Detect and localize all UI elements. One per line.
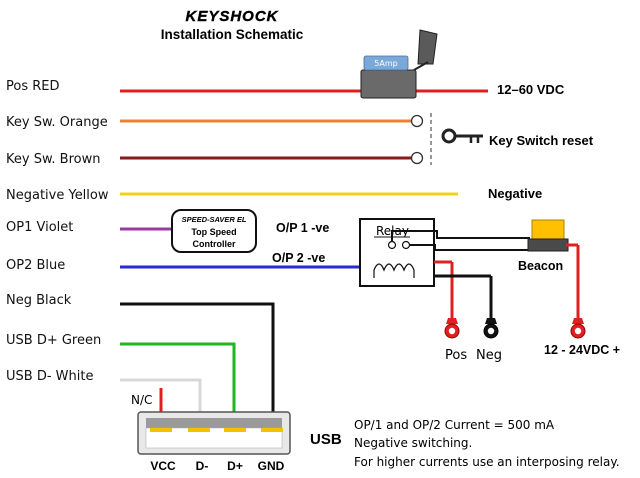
usb-pin-label-vcc: VCC	[150, 459, 176, 473]
speed-saver-box	[171, 209, 257, 253]
negative-label: Negative	[488, 186, 542, 201]
wire-label-op1-violet: OP1 Violet	[6, 220, 73, 235]
note-current: OP/1 and OP/2 Current = 500 mA	[354, 418, 555, 432]
ring-terminal-neg-icon	[483, 318, 499, 339]
pos-terminal-label: Pos	[445, 348, 467, 363]
key-switch-label: Key Switch reset	[489, 133, 594, 148]
beacon-supply-label: 12 - 24VDC +	[544, 343, 620, 357]
speed-saver-line-3: Controller	[192, 239, 235, 249]
note-interposing-relay: For higher currents use an interposing r…	[354, 455, 620, 469]
wire-label-key-sw-orange: Key Sw. Orange	[6, 115, 108, 130]
ring-terminal-beacon-supply-icon	[570, 318, 586, 339]
neg-terminal-label: Neg	[476, 348, 502, 363]
key-icon	[441, 128, 483, 144]
op2-output-label: O/P 2 -ve	[272, 251, 325, 265]
speed-saver-line-2: Top Speed	[191, 227, 236, 237]
wire-label-neg-black: Neg Black	[6, 293, 72, 308]
usb-pin-label-dminus: D-	[196, 459, 209, 473]
usb-pin-label-gnd: GND	[258, 459, 285, 473]
speed-saver-brand: SPEED-SAVER EL	[182, 215, 247, 224]
relay-contact-right	[401, 240, 411, 250]
usb-pin-label-dplus: D+	[227, 459, 243, 473]
note-switching: Negative switching.	[354, 436, 472, 450]
op1-output-label: O/P 1 -ve	[276, 221, 329, 235]
relay-coil-icon	[373, 263, 415, 272]
fuse-lead	[413, 61, 429, 71]
wire-label-op2-blue: OP2 Blue	[6, 258, 65, 273]
wire-label-usb-dplus-green: USB D+ Green	[6, 333, 101, 348]
ring-terminal-pos-icon	[444, 318, 460, 339]
wire-label-key-sw-brown: Key Sw. Brown	[6, 152, 100, 167]
wire-label-pos-red: Pos RED	[6, 79, 60, 94]
supply-voltage-label: 12–60 VDC	[497, 82, 565, 97]
usb-pin-vcc	[150, 428, 172, 432]
beacon-base-icon	[527, 238, 569, 252]
usb-connector-tongue	[146, 418, 282, 428]
wire-usb-dminus-white	[120, 378, 202, 414]
wire-label-negative-yellow: Negative Yellow	[6, 188, 109, 203]
fuse-rating-tag	[363, 55, 409, 71]
nc-label: N/C	[131, 393, 152, 407]
beacon-lamp-icon	[531, 219, 565, 240]
wire-label-usb-dminus-white: USB D- White	[6, 369, 93, 384]
usb-pin-gnd	[261, 428, 283, 432]
usb-label: USB	[310, 431, 342, 448]
usb-pin-dminus	[188, 428, 210, 432]
usb-connector-shell	[145, 427, 283, 449]
logo-text: KEYSHOCK	[185, 8, 278, 25]
usb-pin-dplus	[224, 428, 246, 432]
wire-relay-to-beacon	[391, 230, 530, 241]
fuse-holder-icon	[417, 29, 438, 65]
page-title: Installation Schematic	[161, 27, 304, 42]
fuse-rating-label: 5Amp	[374, 59, 397, 68]
fuse-icon	[360, 69, 417, 99]
wire-neg-black	[120, 302, 275, 414]
key-switch-terminal-bottom	[410, 151, 424, 165]
wire-relay-common	[410, 244, 530, 251]
wire-usb-dplus-green	[120, 342, 236, 414]
relay-contact-left	[387, 240, 397, 250]
beacon-label: Beacon	[518, 259, 563, 273]
key-switch-terminal-top	[410, 114, 424, 128]
